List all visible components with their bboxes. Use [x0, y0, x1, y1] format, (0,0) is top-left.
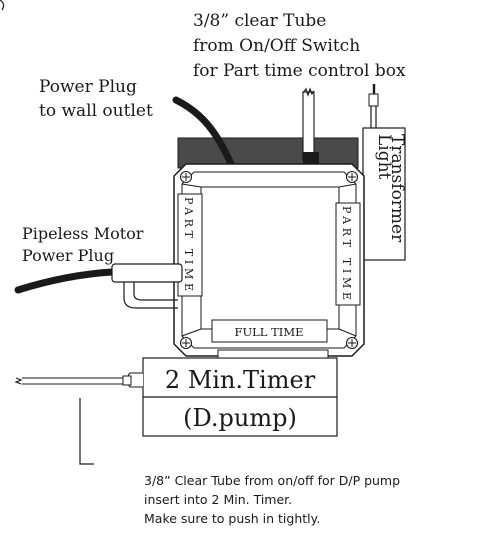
top-plate — [177, 137, 359, 169]
power-plug-cable — [172, 96, 240, 180]
pipeless-label-2: Power Plug — [22, 246, 114, 265]
power-plug-label-1: Power Plug — [39, 77, 137, 97]
light-transformer — [362, 84, 406, 261]
timer-clear-tube — [14, 377, 123, 385]
pipeless-label-1: Pipeless Motor — [22, 224, 144, 243]
corner-mark — [0, 0, 5, 11]
two-minute-timer — [122, 349, 338, 437]
timer-label: 2 Min.Timer — [165, 366, 316, 394]
top-clear-tube — [302, 87, 319, 164]
light-transformer-label-2: Transformer — [387, 134, 407, 243]
timer-sublabel: (D.pump) — [183, 404, 297, 432]
note-line-1: 3/8” Clear Tube from on/off for D/P pump — [144, 473, 400, 488]
full-time-label: FULL TIME — [235, 325, 304, 339]
part-time-right-receptacle — [335, 202, 361, 306]
note-line-3: Make sure to push in tightly. — [144, 511, 320, 526]
note-line-2: insert into 2 Min. Timer. — [144, 492, 292, 507]
power-plug-label-2: to wall outlet — [39, 101, 153, 121]
control-box — [173, 163, 365, 357]
part-time-right-label: PART TIME — [340, 206, 353, 300]
note-leader-line — [79, 398, 94, 465]
tube-top-label-2: from On/Off Switch — [193, 36, 360, 56]
tube-top-label-1: 3/8” clear Tube — [193, 11, 326, 31]
tube-top-label-3: for Part time control box — [193, 61, 406, 81]
light-transformer-label-1: Light — [374, 134, 394, 180]
part-time-left-label: PART TIME — [182, 197, 195, 291]
pipeless-motor-plug — [14, 263, 183, 309]
part-time-left-receptacle — [177, 193, 203, 297]
full-time-receptacle — [211, 319, 328, 343]
